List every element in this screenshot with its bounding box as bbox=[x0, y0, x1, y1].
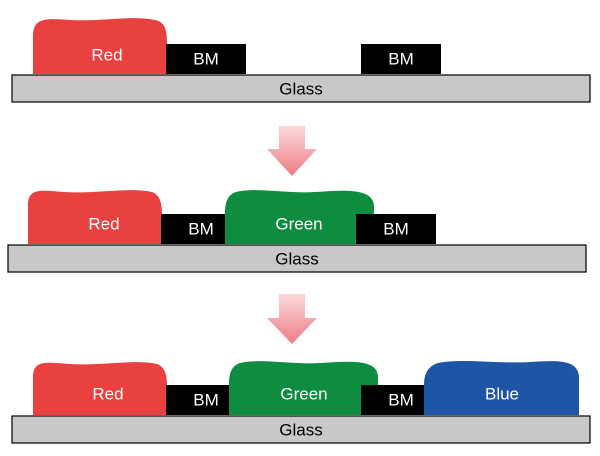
bm-label: BM bbox=[388, 391, 414, 410]
glass-label: Glass bbox=[279, 80, 322, 99]
bm-label: BM bbox=[193, 50, 219, 69]
glass-substrate bbox=[11, 74, 591, 103]
glass-substrate bbox=[11, 415, 591, 444]
down-arrow-icon bbox=[267, 126, 317, 176]
bm-label: BM bbox=[388, 50, 414, 69]
down-arrow-icon bbox=[267, 294, 317, 344]
glass-label: Glass bbox=[275, 250, 318, 269]
red-layer bbox=[33, 362, 167, 415]
black-matrix bbox=[361, 44, 441, 74]
green-label: Green bbox=[275, 215, 322, 234]
green-layer bbox=[225, 190, 374, 244]
red-layer bbox=[28, 190, 162, 244]
red-layer bbox=[33, 18, 167, 74]
glass-label: Glass bbox=[279, 421, 322, 440]
red-label: Red bbox=[88, 215, 119, 234]
green-label: Green bbox=[280, 385, 327, 404]
step-1: Red BM BM Glass bbox=[11, 18, 591, 103]
black-matrix bbox=[356, 214, 436, 244]
bm-label: BM bbox=[383, 220, 409, 239]
bm-label: BM bbox=[188, 220, 214, 239]
step-3: Red BM Green BM Blue Glass bbox=[11, 360, 591, 444]
glass-substrate bbox=[7, 244, 587, 273]
blue-layer bbox=[424, 360, 579, 415]
red-label: Red bbox=[92, 385, 123, 404]
red-label: Red bbox=[91, 46, 122, 65]
bm-label: BM bbox=[193, 391, 219, 410]
green-layer bbox=[229, 361, 378, 415]
black-matrix bbox=[166, 44, 246, 74]
step-2: Red BM Green BM Glass bbox=[7, 190, 587, 273]
blue-label: Blue bbox=[485, 385, 519, 404]
